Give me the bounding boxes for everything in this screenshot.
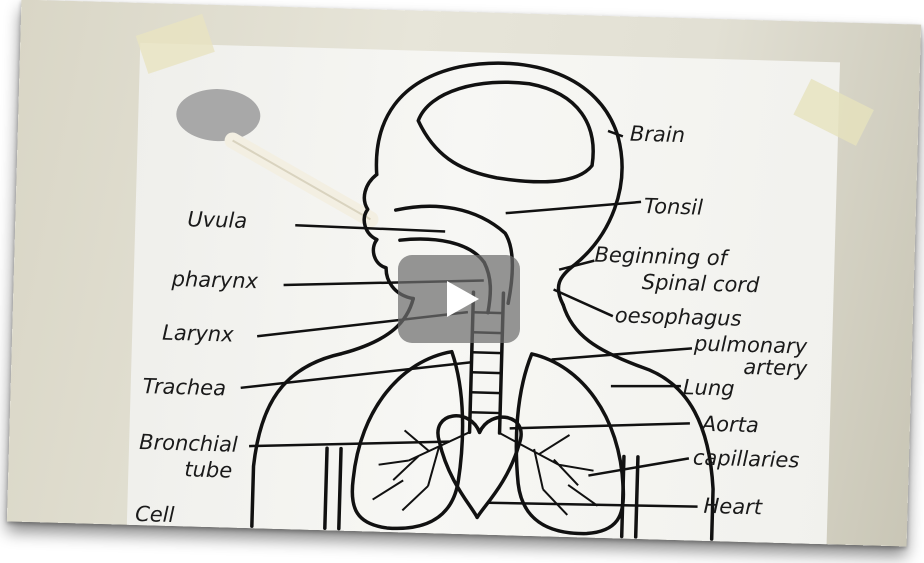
label-pharynx: pharynx — [170, 267, 259, 293]
tape-top-right — [793, 79, 874, 146]
tonsil-pointer — [506, 198, 641, 217]
label-lung: Lung — [683, 375, 735, 400]
left-arm — [325, 448, 341, 528]
play-icon — [447, 281, 479, 317]
label-spinal-2: Spinal cord — [641, 270, 760, 297]
right-lung — [514, 354, 628, 535]
label-cell: Cell — [135, 502, 175, 527]
eraser-smudge — [176, 88, 261, 142]
brain-shape — [417, 80, 595, 184]
label-heart: Heart — [703, 494, 763, 520]
left-shoulder — [252, 294, 413, 530]
label-bronchial-2: tube — [184, 457, 232, 482]
lung-pointer — [611, 384, 681, 388]
label-uvula: Uvula — [187, 207, 247, 233]
play-button[interactable] — [398, 255, 520, 343]
label-larynx: Larynx — [162, 321, 235, 347]
pencil-edge — [231, 140, 373, 219]
label-brain: Brain — [630, 122, 686, 148]
label-oesophagus: oesophagus — [615, 303, 742, 331]
tape-top-left — [136, 14, 215, 74]
left-lung — [351, 349, 465, 530]
label-tonsil: Tonsil — [644, 194, 704, 220]
aorta-pointer — [510, 418, 690, 433]
label-spinal-1: Beginning of — [594, 243, 731, 271]
label-bronchial-1: Bronchial — [139, 430, 238, 457]
label-capillaries: capillaries — [693, 445, 800, 472]
label-pulmonary-2: artery — [743, 355, 808, 381]
trachea-pointer — [241, 356, 472, 394]
label-aorta: Aorta — [700, 412, 760, 438]
label-trachea: Trachea — [142, 374, 226, 400]
